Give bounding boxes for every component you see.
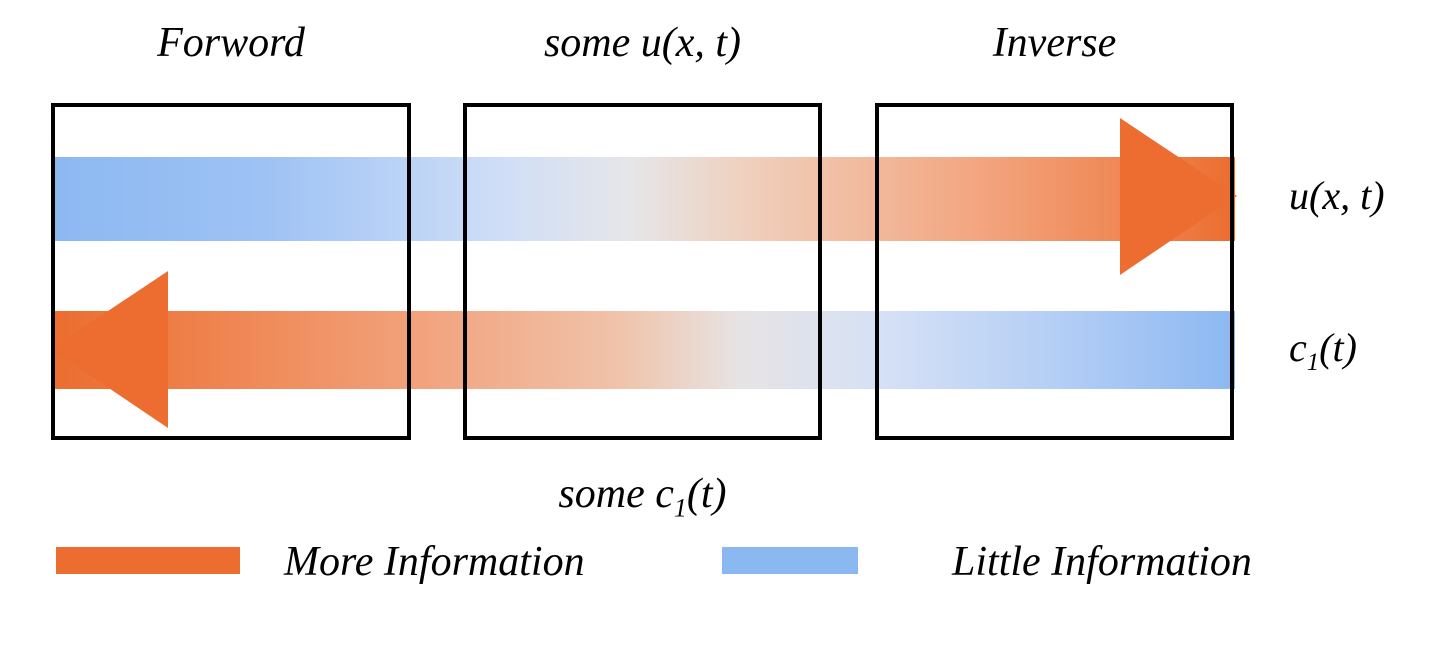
side-label-c1-subscript: 1 [1306,349,1320,376]
stage-box-inverse [875,103,1234,440]
side-label-c1-base: c [1289,325,1307,370]
information-band-inverse [51,311,1235,389]
side-label-c1-tail: (t) [1319,325,1357,370]
stage-label-some-u: some u(x, t) [543,20,742,66]
legend-label-little-information: Little Information [952,539,1252,585]
stage-label-inverse: Inverse [992,20,1117,66]
stage-label-forword: Forword [157,20,305,66]
bottom-label-tail: (t) [686,471,727,517]
bottom-label-some-c1: some c1(t) [463,473,822,521]
side-label-c1-t: c1(t) [1289,328,1357,376]
stage-box-forword [51,103,411,440]
arrow-right-head [1118,118,1238,276]
legend-label-more-information: More Information [284,539,585,585]
legend-swatch-more-information [56,547,240,574]
information-band-forward [51,157,1235,241]
bottom-label-prefix: some c [558,471,674,517]
bottom-label-subscript: 1 [673,493,687,523]
arrow-left-head [50,271,170,429]
stage-box-middle [463,103,822,440]
legend-swatch-little-information [722,547,858,574]
side-label-u-x-t: u(x, t) [1289,173,1385,218]
